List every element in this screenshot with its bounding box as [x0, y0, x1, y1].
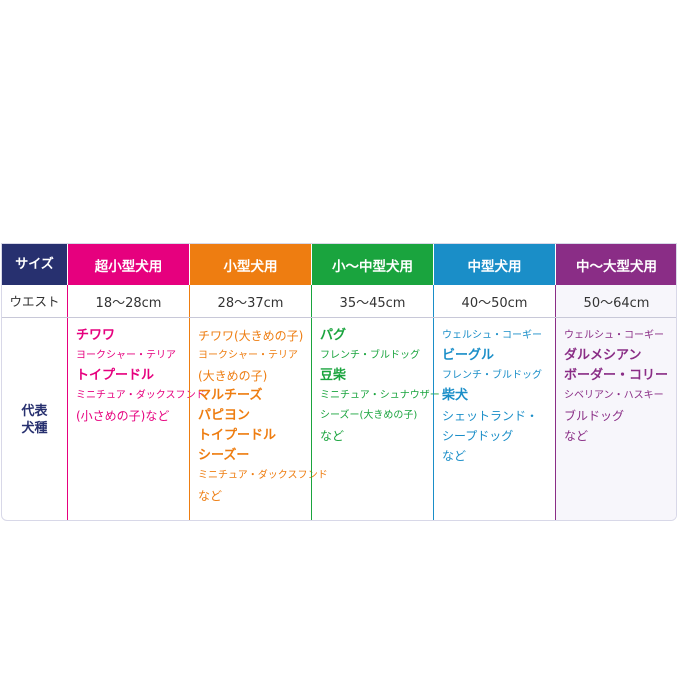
- breed-item: など: [564, 429, 589, 443]
- breed-item: (小さめの子)など: [76, 409, 170, 423]
- breed-item: ミニチュア・ダックスフンド: [76, 390, 206, 401]
- breed-item: パグ: [320, 328, 347, 343]
- breed-item: ブルドッグ: [564, 409, 625, 423]
- waist-medium-large: 50〜64cm: [555, 285, 676, 317]
- waist-small: 28〜37cm: [189, 285, 311, 317]
- breed-item: ヨークシャー・テリア: [198, 350, 298, 361]
- breed-item: など: [442, 449, 467, 463]
- breed-item: ミニチュア・ダックスフンド: [198, 470, 328, 481]
- breeds-extra-small: チワワ ヨークシャー・テリア トイプードル ミニチュア・ダックスフンド (小さめ…: [67, 318, 206, 520]
- waist-medium: 40〜50cm: [433, 285, 555, 317]
- breed-item: トイプードル: [198, 428, 277, 443]
- breeds-row-label: 代表犬種: [2, 318, 67, 520]
- header-medium: 中型犬用: [433, 244, 555, 285]
- breed-item: (大きめの子): [198, 369, 268, 383]
- breeds-medium: ウェルシュ・コーギー ビーグル フレンチ・ブルドッグ 柴犬 シェットランド・ シ…: [433, 318, 555, 520]
- breed-item: ウェルシュ・コーギー: [564, 330, 664, 341]
- header-small-medium: 小〜中型犬用: [311, 244, 433, 285]
- breed-item: チワワ: [76, 328, 116, 343]
- waist-row: ウエスト 18〜28cm 28〜37cm 35〜45cm 40〜50cm 50〜…: [2, 285, 676, 318]
- header-small: 小型犬用: [189, 244, 311, 285]
- breed-item: ヨークシャー・テリア: [76, 350, 176, 361]
- size-chart-table: サイズ 超小型犬用 小型犬用 小〜中型犬用 中型犬用 中〜大型犬用 ウエスト 1…: [1, 243, 677, 521]
- breed-item: ビーグル: [442, 348, 495, 363]
- header-medium-large: 中〜大型犬用: [555, 244, 676, 285]
- header-row: サイズ 超小型犬用 小型犬用 小〜中型犬用 中型犬用 中〜大型犬用: [2, 244, 676, 285]
- breeds-label-text: 代表犬種: [21, 403, 48, 436]
- waist-extra-small: 18〜28cm: [67, 285, 189, 317]
- breed-item: パピヨン: [198, 408, 251, 423]
- header-extra-small: 超小型犬用: [67, 244, 189, 285]
- breed-item: シベリアン・ハスキー: [564, 390, 664, 401]
- breed-item: ボーダー・コリー: [564, 368, 669, 383]
- breed-item: マルチーズ: [198, 388, 263, 403]
- breed-item: など: [320, 429, 345, 443]
- breed-item: ウェルシュ・コーギー: [442, 330, 542, 341]
- breed-item: 柴犬: [442, 388, 469, 403]
- breeds-small: チワワ(大きめの子) ヨークシャー・テリア (大きめの子) マルチーズ パピヨン…: [189, 318, 328, 520]
- waist-small-medium: 35〜45cm: [311, 285, 433, 317]
- breed-item: チワワ(大きめの子): [198, 329, 304, 343]
- breed-item: フレンチ・ブルドッグ: [442, 370, 542, 381]
- breed-item: ダルメシアン: [564, 348, 642, 363]
- waist-row-label: ウエスト: [9, 293, 60, 309]
- breed-item: シープドッグ: [442, 429, 514, 443]
- breed-item: ミニチュア・シュナウザー: [320, 390, 440, 401]
- size-row-label: サイズ: [2, 244, 67, 285]
- breeds-row: 代表犬種 チワワ ヨークシャー・テリア トイプードル ミニチュア・ダックスフンド…: [2, 318, 676, 520]
- breed-item: シーズー: [198, 448, 250, 463]
- breed-item: シーズー(大きめの子): [320, 410, 418, 421]
- breed-item: 豆柴: [320, 368, 347, 383]
- breed-item: フレンチ・ブルドッグ: [320, 350, 420, 361]
- breed-item: など: [198, 489, 223, 503]
- breeds-medium-large: ウェルシュ・コーギー ダルメシアン ボーダー・コリー シベリアン・ハスキー ブル…: [555, 318, 676, 520]
- breeds-small-medium: パグ フレンチ・ブルドッグ 豆柴 ミニチュア・シュナウザー シーズー(大きめの子…: [311, 318, 440, 520]
- breed-item: トイプードル: [76, 368, 155, 383]
- breed-item: シェットランド・: [442, 409, 539, 423]
